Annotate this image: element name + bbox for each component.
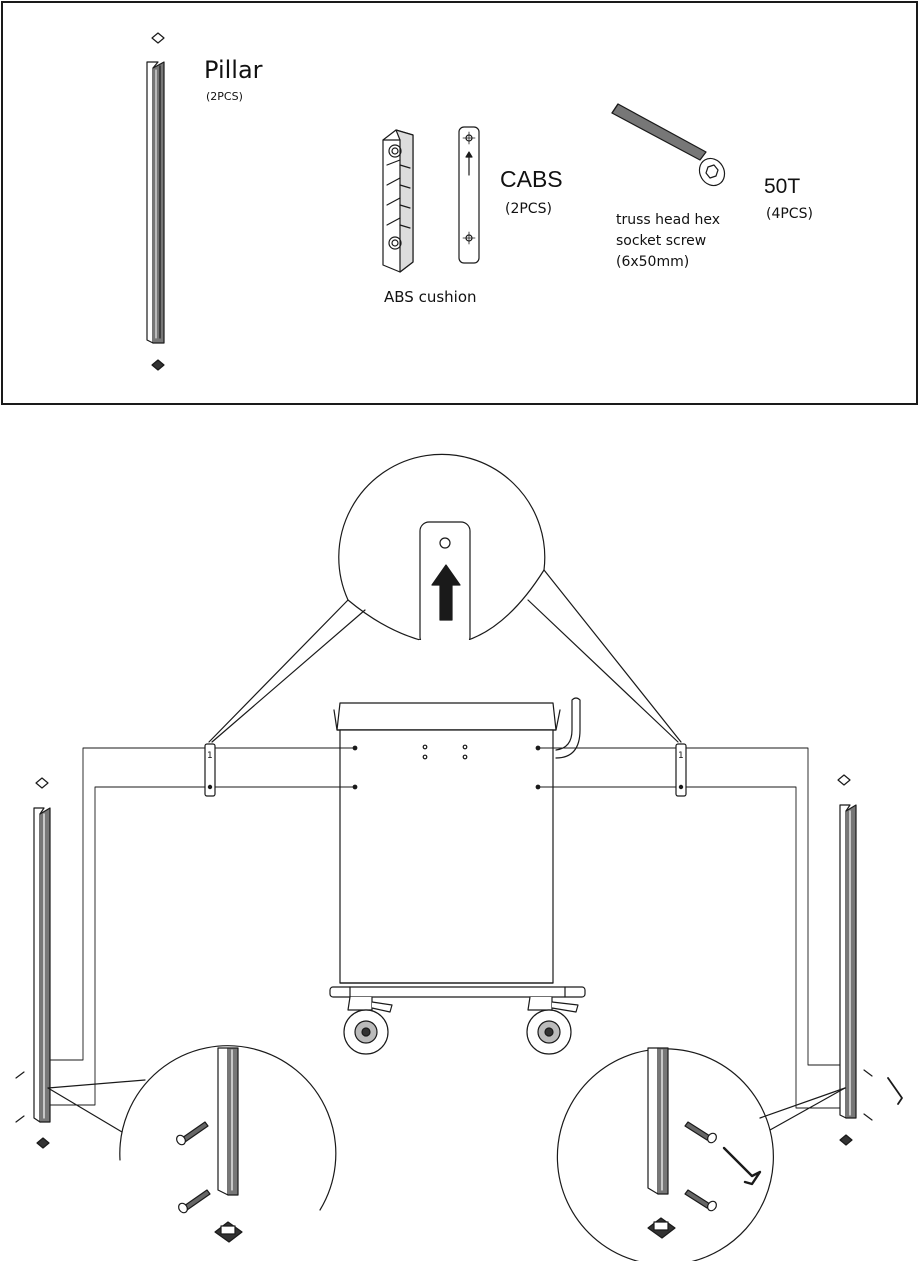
pillar-label: Pillar bbox=[204, 56, 263, 84]
parts-list-panel bbox=[1, 1, 918, 405]
guide-lines bbox=[47, 745, 846, 1109]
screw-label-line3: (6x50mm) bbox=[616, 254, 690, 270]
pillar-qty: (2PCS) bbox=[206, 90, 243, 103]
screw-part-icon bbox=[611, 103, 726, 187]
screw-label-line2: socket screw bbox=[616, 233, 707, 249]
pillar-part-icon bbox=[146, 32, 165, 371]
cabs-part-icon bbox=[458, 126, 480, 264]
top-magnifier bbox=[208, 453, 682, 743]
left-cabs-plate bbox=[204, 743, 216, 797]
bottom-right-magnifier bbox=[556, 1047, 846, 1261]
t50-label: 50T bbox=[764, 175, 801, 198]
right-cabs-mark: 1 bbox=[678, 751, 684, 761]
right-cabs-plate bbox=[675, 743, 687, 797]
screw-label-line1: truss head hex bbox=[616, 212, 721, 228]
t50-qty: (4PCS) bbox=[766, 206, 813, 222]
left-cabs-mark: 1 bbox=[207, 751, 213, 761]
cabs-label: CABS bbox=[500, 166, 563, 192]
abs-cushion-label: ABS cushion bbox=[384, 288, 477, 306]
left-pillar bbox=[15, 777, 51, 1149]
cart-body bbox=[329, 697, 586, 1055]
cabs-qty: (2PCS) bbox=[505, 201, 552, 217]
bottom-left-magnifier bbox=[47, 1045, 337, 1243]
right-pillar bbox=[837, 774, 903, 1146]
abs-cushion-part-icon bbox=[382, 129, 414, 273]
